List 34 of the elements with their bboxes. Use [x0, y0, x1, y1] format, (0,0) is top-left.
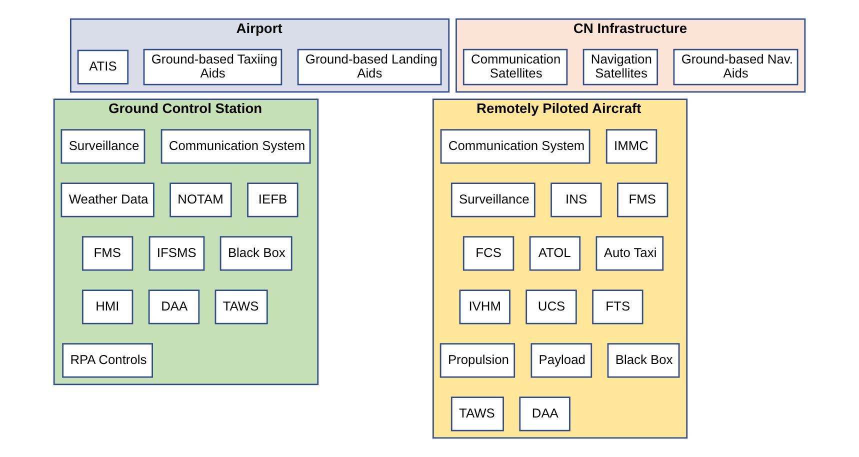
node-box: ATOL: [529, 236, 581, 271]
node-box: Black Box: [220, 236, 292, 271]
node-box: IVHM: [459, 290, 510, 324]
node-box: Auto Taxi: [596, 236, 664, 271]
node-box: FTS: [592, 290, 644, 324]
node-box: HMI: [82, 290, 134, 324]
node-box: Ground-based Taxiing Aids: [143, 48, 282, 86]
node-box: IFSMS: [148, 236, 205, 271]
node-box: Surveillance: [60, 129, 146, 164]
node-box: TAWS: [214, 290, 268, 324]
node-box: TAWS: [450, 396, 504, 432]
node-box: Ground-based Nav. Aids: [673, 48, 798, 86]
node-box: Black Box: [607, 343, 680, 378]
node-box: Communication Satellites: [462, 48, 568, 86]
node-box: FCS: [462, 236, 514, 271]
node-box: Propulsion: [440, 343, 516, 378]
node-box: NOTAM: [170, 182, 232, 218]
node-box: IMMC: [606, 129, 658, 164]
node-box: INS: [550, 182, 602, 218]
node-box: Ground-based Landing Aids: [297, 48, 442, 86]
node-box: Surveillance: [450, 182, 536, 218]
node-box: Weather Data: [60, 182, 154, 218]
node-box: ATIS: [77, 50, 129, 84]
node-box: DAA: [519, 396, 570, 432]
node-box: FMS: [616, 182, 668, 218]
node-box: Navigation Satellites: [582, 48, 658, 86]
node-box: Communication System: [440, 129, 590, 164]
node-box: Communication System: [160, 129, 311, 164]
node-box: FMS: [82, 236, 134, 271]
node-box: IEFB: [247, 182, 298, 218]
node-box: UCS: [526, 290, 577, 324]
node-box: Payload: [530, 343, 592, 378]
node-box: RPA Controls: [62, 343, 153, 378]
node-box: DAA: [148, 290, 200, 324]
